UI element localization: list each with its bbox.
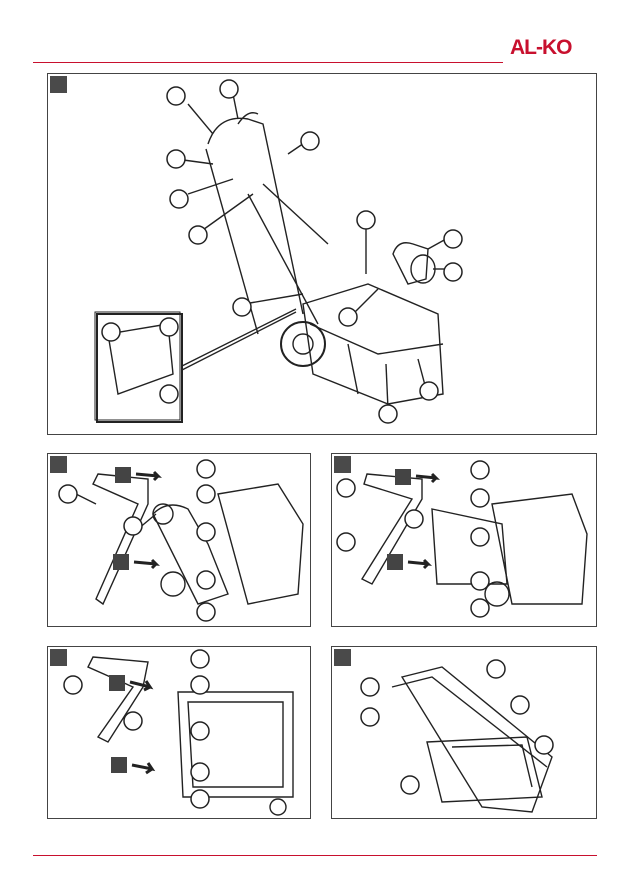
assembly-step-panel-1	[47, 453, 311, 627]
al-ko-logo: AL-KO	[510, 36, 594, 58]
callout-circle	[420, 382, 438, 400]
callout-circle	[444, 263, 462, 281]
callout-circle	[160, 385, 178, 403]
callout-circle	[301, 132, 319, 150]
assembly-drawing-3	[48, 647, 310, 818]
callout-circle	[233, 298, 251, 316]
callout-circle	[167, 87, 185, 105]
callout-circle	[170, 190, 188, 208]
header-rule	[33, 62, 503, 63]
footer-rule	[33, 855, 597, 856]
callout-circle	[444, 230, 462, 248]
assembly-step-panel-3	[47, 646, 311, 819]
callout-circle	[189, 226, 207, 244]
callout-circle	[357, 211, 375, 229]
callout-circle	[167, 150, 185, 168]
callout-circle	[220, 80, 238, 98]
overview-panel	[47, 73, 597, 435]
assembly-step-panel-2	[331, 453, 597, 627]
callout-circle	[339, 308, 357, 326]
assembly-drawing-2	[332, 454, 596, 626]
assembly-step-panel-4	[331, 646, 597, 819]
svg-text:AL-KO: AL-KO	[510, 36, 572, 58]
assembly-drawing-4	[332, 647, 596, 818]
callout-circle	[160, 318, 178, 336]
callout-circle	[102, 323, 120, 341]
callout-circle	[379, 405, 397, 423]
snow-thrower-overview-drawing	[48, 74, 596, 434]
assembly-drawing-1	[48, 454, 310, 626]
